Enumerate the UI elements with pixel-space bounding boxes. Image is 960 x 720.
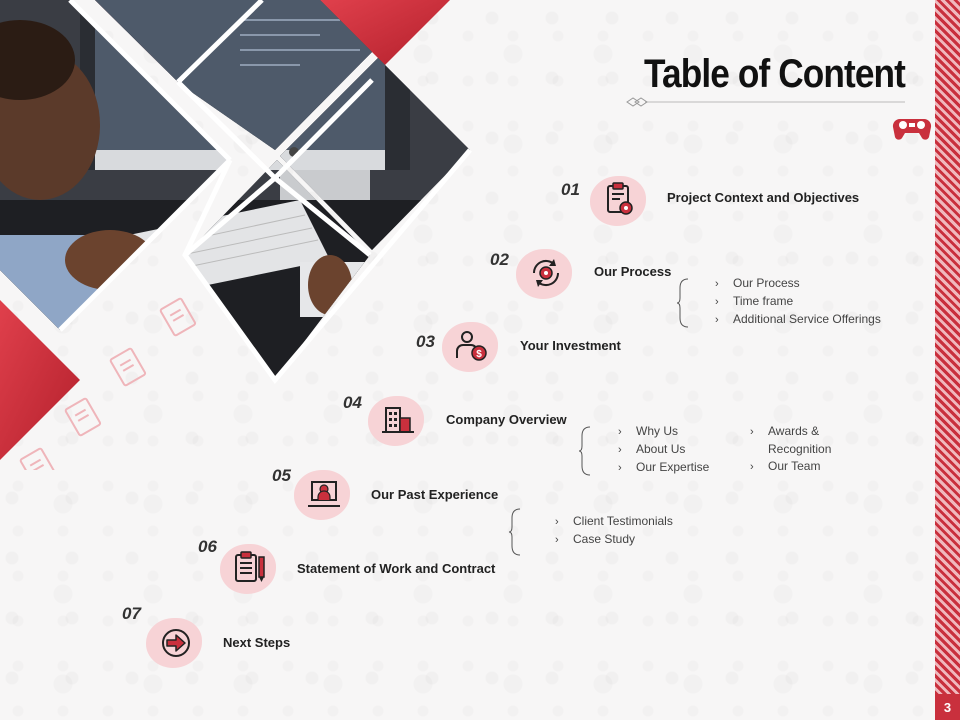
item-sublist-04b: ›Awards & Recognition ›Our Team xyxy=(750,423,831,476)
item-label-05[interactable]: Our Past Experience xyxy=(371,487,499,502)
svg-text:$: $ xyxy=(476,349,482,360)
sub-item: ›Our Process xyxy=(715,276,800,290)
item-number-04: 04 xyxy=(343,393,362,412)
sub-item: ›Case Study xyxy=(555,532,636,546)
item-number-01: 01 xyxy=(561,180,580,199)
page-number: 3 xyxy=(935,694,960,720)
brace-04 xyxy=(578,426,591,476)
hero-photo-collage xyxy=(0,0,472,470)
brace-02 xyxy=(676,278,689,328)
item-number-05: 05 xyxy=(272,466,291,485)
sub-item: ›Awards & xyxy=(750,424,820,438)
cycle-gear-icon xyxy=(532,259,560,287)
item-number-02: 02 xyxy=(490,250,509,269)
sub-item: ›Our Expertise xyxy=(618,460,710,474)
right-stripe xyxy=(935,0,960,720)
item-sublist-05: ›Client Testimonials ›Case Study xyxy=(555,513,673,549)
item-icon-wrap-05 xyxy=(294,466,354,522)
gamepad-icon xyxy=(892,118,932,140)
item-sublist-02: ›Our Process ›Time frame ›Additional Ser… xyxy=(715,275,881,329)
item-label-04[interactable]: Company Overview xyxy=(446,412,567,427)
buildings-icon xyxy=(382,407,414,433)
item-label-07[interactable]: Next Steps xyxy=(223,635,291,650)
item-icon-wrap-03: $ xyxy=(442,318,502,374)
clipboard-pen-icon xyxy=(235,551,265,582)
item-number-07: 07 xyxy=(122,604,141,623)
item-number-03: 03 xyxy=(416,332,435,351)
sub-item: ›Time frame xyxy=(715,294,794,308)
sub-item: Recognition xyxy=(768,442,832,456)
sub-item: ›About Us xyxy=(618,442,686,456)
sub-item: ›Additional Service Offerings xyxy=(715,312,881,326)
item-icon-wrap-04 xyxy=(368,392,428,448)
item-label-03[interactable]: Your Investment xyxy=(520,338,621,353)
item-sublist-04: ›Why Us ›About Us ›Our Expertise xyxy=(618,423,709,477)
page-title: Table of Content xyxy=(644,52,906,96)
person-dollar-icon: $ xyxy=(456,331,487,361)
arrow-circle-icon xyxy=(162,629,190,657)
clipboard-gear-icon xyxy=(607,182,633,215)
brace-05 xyxy=(508,508,521,556)
sub-item: ›Our Team xyxy=(750,459,821,473)
item-icon-wrap-06 xyxy=(220,540,280,596)
item-label-01[interactable]: Project Context and Objectives xyxy=(667,190,860,205)
item-number-06: 06 xyxy=(198,537,217,556)
item-label-02[interactable]: Our Process xyxy=(594,264,672,279)
presentation-icon xyxy=(308,481,340,507)
item-icon-wrap-07 xyxy=(146,614,206,670)
sub-item: ›Client Testimonials xyxy=(555,514,673,528)
sub-item: ›Why Us xyxy=(618,424,678,438)
item-icon-wrap-01 xyxy=(590,172,650,228)
item-label-06[interactable]: Statement of Work and Contract xyxy=(297,561,496,576)
item-icon-wrap-02 xyxy=(516,245,576,301)
title-underline xyxy=(626,97,905,107)
